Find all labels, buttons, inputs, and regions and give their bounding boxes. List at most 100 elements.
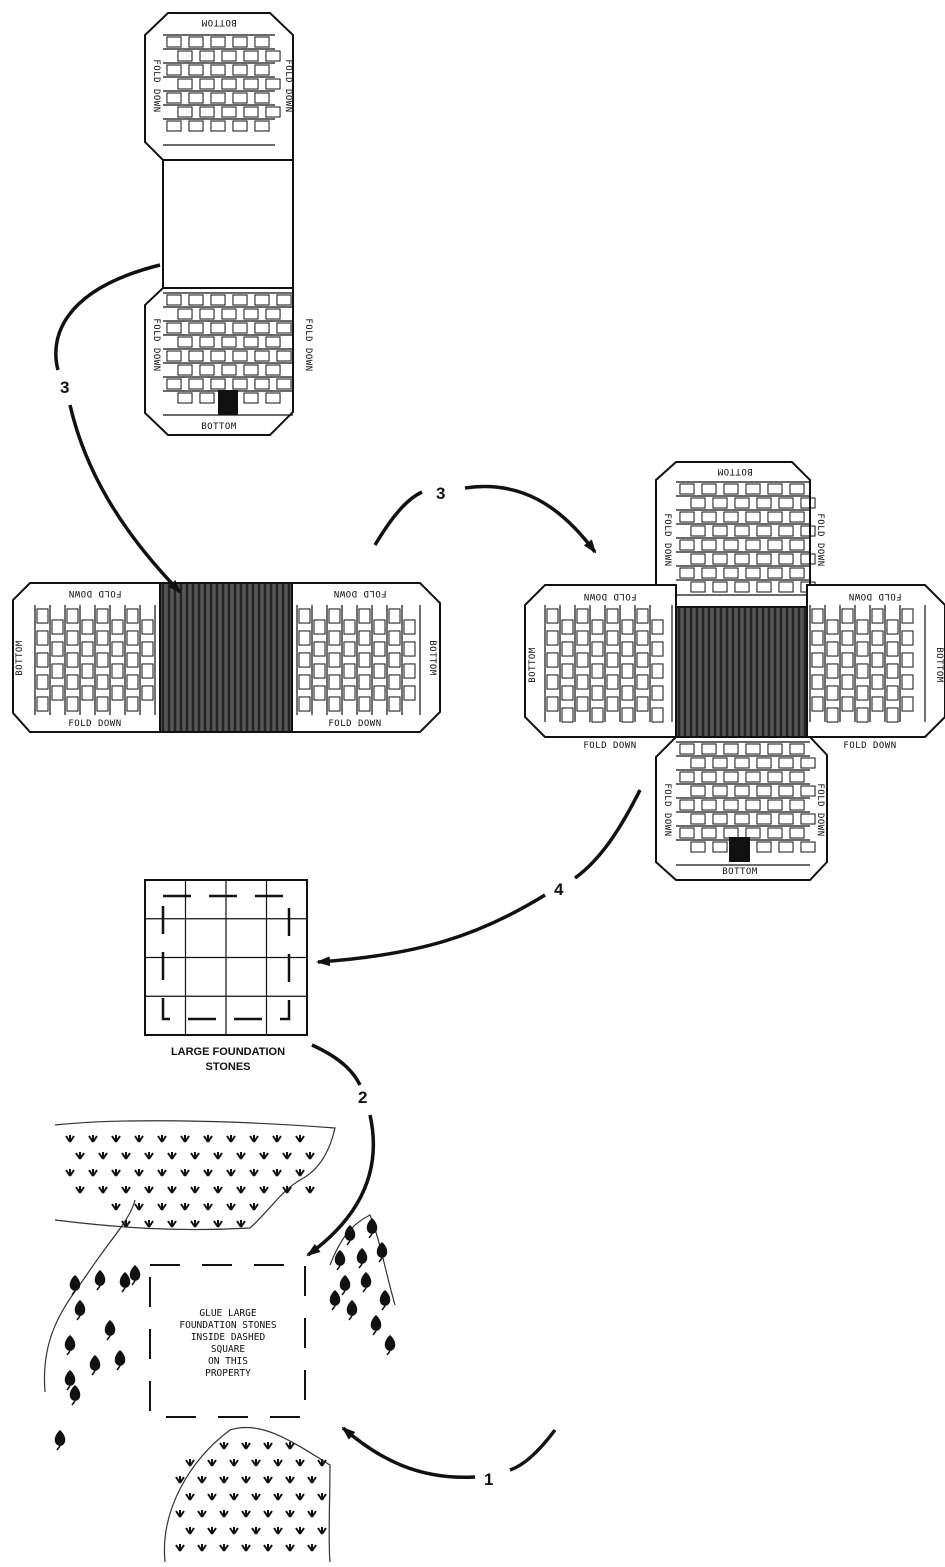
arrow-icon (573, 789, 642, 880)
bush-icon (175, 1510, 185, 1518)
fold-down-label: FOLD DOWN (662, 513, 672, 566)
bush-icon (219, 1510, 229, 1518)
bush-icon (285, 1544, 295, 1552)
bush-icon (236, 1152, 246, 1160)
bush-icon (285, 1476, 295, 1484)
bush-icon (185, 1493, 195, 1501)
bush-icon (295, 1493, 305, 1501)
bush-icon (295, 1459, 305, 1467)
bottom-label: BOTTOM (201, 17, 237, 27)
stones-caption-line1: LARGE FOUNDATION (171, 1046, 285, 1058)
bush-icon (111, 1135, 121, 1143)
bush-icon (251, 1459, 261, 1467)
bush-icon (88, 1169, 98, 1177)
bush-icon (229, 1527, 239, 1535)
wall-cross-piece: BOTTOM BOTTOM FOLD DOWN FOLD DOWN FOLD D… (524, 461, 945, 881)
bush-icon (251, 1493, 261, 1501)
bush-icon (226, 1203, 236, 1211)
bush-icon (180, 1203, 190, 1211)
bush-icon (185, 1527, 195, 1535)
fold-down-label: FOLD DOWN (843, 741, 896, 751)
door-icon (729, 837, 750, 862)
fold-down-label: FOLD DOWN (333, 588, 386, 598)
arrow-icon (464, 484, 597, 554)
bush-icon (213, 1220, 223, 1228)
bottom-label: BOTTOM (717, 466, 753, 476)
bush-icon (241, 1510, 251, 1518)
tree-icon (370, 1315, 382, 1336)
tree-icon (360, 1272, 372, 1293)
note-line: FOUNDATION STONES (179, 1320, 277, 1331)
step-3-label: 3 (436, 484, 445, 503)
tree-icon (119, 1272, 131, 1293)
tree-icon (334, 1250, 346, 1271)
bush-icon (175, 1544, 185, 1552)
bush-icon (317, 1527, 327, 1535)
base-square (675, 606, 808, 738)
fold-down-label: FOLD DOWN (68, 588, 121, 598)
bush-icon (241, 1544, 251, 1552)
brick-pattern (809, 605, 926, 723)
bush-icon (251, 1527, 261, 1535)
bush-icon (134, 1203, 144, 1211)
bush-icon (75, 1152, 85, 1160)
tree-icon (339, 1275, 351, 1296)
door-icon (218, 390, 238, 415)
arrow-icon (54, 263, 161, 371)
bush-icon (207, 1459, 217, 1467)
step-3-label: 3 (60, 378, 69, 397)
bush-icon (317, 1459, 327, 1467)
bush-icon (307, 1544, 317, 1552)
bush-icon (157, 1203, 167, 1211)
bush-icon (273, 1493, 283, 1501)
brick-pattern (544, 605, 673, 723)
bush-icon (111, 1169, 121, 1177)
tree-icon (54, 1430, 66, 1451)
tree-icon (329, 1290, 341, 1311)
bush-icon (213, 1152, 223, 1160)
bush-icon (219, 1476, 229, 1484)
bush-icon (167, 1152, 177, 1160)
bush-icon (197, 1476, 207, 1484)
bush-icon (273, 1459, 283, 1467)
bush-icon (144, 1186, 154, 1194)
note-line: INSIDE DASHED (191, 1332, 266, 1343)
tree-icon (69, 1275, 81, 1296)
bush-icon (263, 1442, 273, 1450)
bush-icon (236, 1186, 246, 1194)
bush-icon (207, 1527, 217, 1535)
fold-down-label: FOLD DOWN (815, 783, 825, 836)
bush-icon (317, 1493, 327, 1501)
vegetation (54, 1135, 396, 1552)
bush-icon (65, 1135, 75, 1143)
bush-icon (190, 1186, 200, 1194)
foundation-stones-piece: LARGE FOUNDATION STONES (144, 879, 308, 1073)
bush-icon (285, 1442, 295, 1450)
bush-icon (305, 1186, 315, 1194)
tree-icon (114, 1350, 126, 1371)
bush-icon (241, 1476, 251, 1484)
bush-icon (259, 1152, 269, 1160)
bush-icon (241, 1442, 251, 1450)
note-line: GLUE LARGE (199, 1308, 256, 1319)
tree-icon (356, 1248, 368, 1269)
bush-icon (263, 1544, 273, 1552)
bush-icon (134, 1135, 144, 1143)
tree-icon (89, 1355, 101, 1376)
bush-icon (229, 1459, 239, 1467)
step-4-label: 4 (554, 880, 564, 899)
bush-icon (185, 1459, 195, 1467)
bottom-label: BOTTOM (15, 640, 25, 676)
bush-icon (219, 1442, 229, 1450)
bush-icon (263, 1476, 273, 1484)
bush-icon (259, 1186, 269, 1194)
bush-icon (249, 1135, 259, 1143)
bush-icon (197, 1544, 207, 1552)
bush-icon (305, 1152, 315, 1160)
brick-pattern (163, 34, 281, 146)
bush-icon (65, 1169, 75, 1177)
bush-icon (203, 1169, 213, 1177)
fold-down-label: FOLD DOWN (815, 513, 825, 566)
bush-icon (307, 1476, 317, 1484)
bush-icon (282, 1186, 292, 1194)
